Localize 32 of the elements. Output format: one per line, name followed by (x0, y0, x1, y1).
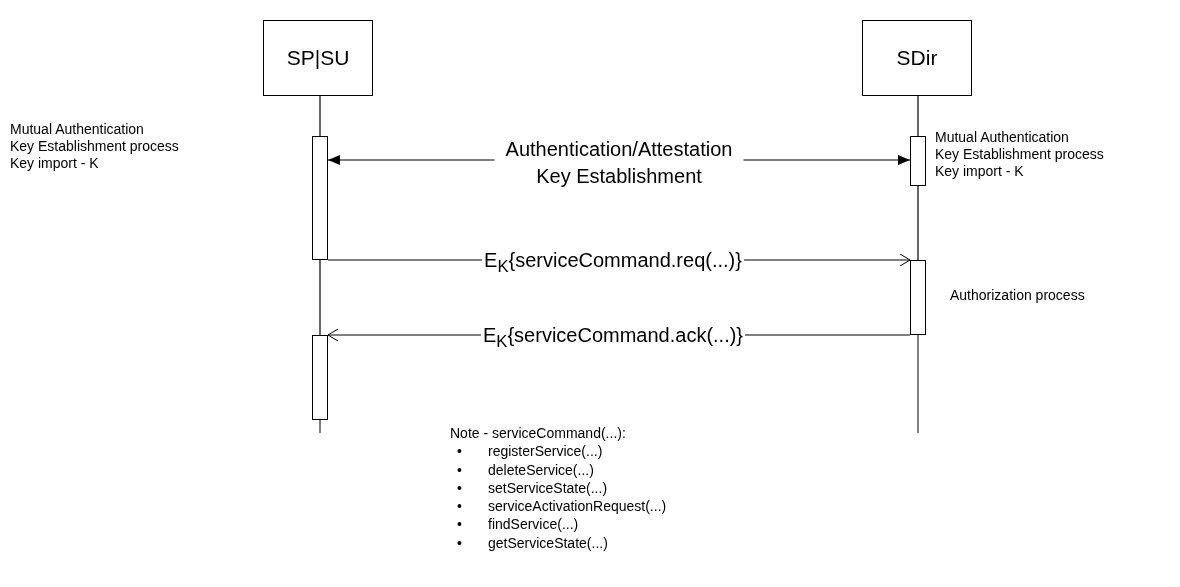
participant-box (263, 20, 373, 96)
activation-bar (312, 136, 328, 260)
bullet: • (457, 515, 462, 534)
bullet: • (457, 533, 462, 553)
process-note: Key import - K (935, 163, 1025, 180)
bullet: • (457, 460, 462, 479)
activation-bar (910, 136, 926, 186)
list-item: serviceActivationRequest(...) (488, 497, 667, 516)
process-note: Authorization process (950, 287, 1085, 304)
process-note: Mutual Authentication (10, 121, 145, 138)
note-heading: Note - serviceCommand(...): (450, 424, 626, 443)
participant-name: SP|SU (286, 46, 350, 70)
activation-bar (910, 260, 926, 335)
list-item: registerService(...) (488, 442, 603, 461)
participant-box (862, 20, 972, 96)
bullet: • (457, 478, 462, 498)
list-item: findService(...) (488, 515, 579, 534)
bullet: • (457, 442, 462, 461)
lifeline (319, 95, 321, 137)
list-item: setServiceState(...) (488, 478, 608, 498)
process-note: Key Establishment process (10, 138, 179, 155)
list-item: getServiceState(...) (488, 533, 608, 553)
list-item: deleteService(...) (488, 460, 594, 479)
participant-name: SDir (896, 46, 938, 70)
lifeline (319, 259, 321, 336)
lifeline (917, 95, 919, 137)
lifeline (917, 185, 919, 261)
activation-bar (312, 335, 328, 420)
process-note: Key Establishment process (935, 146, 1104, 163)
process-note: Key import - K (10, 155, 100, 172)
process-note: Mutual Authentication (935, 129, 1070, 146)
bullet: • (457, 497, 462, 516)
